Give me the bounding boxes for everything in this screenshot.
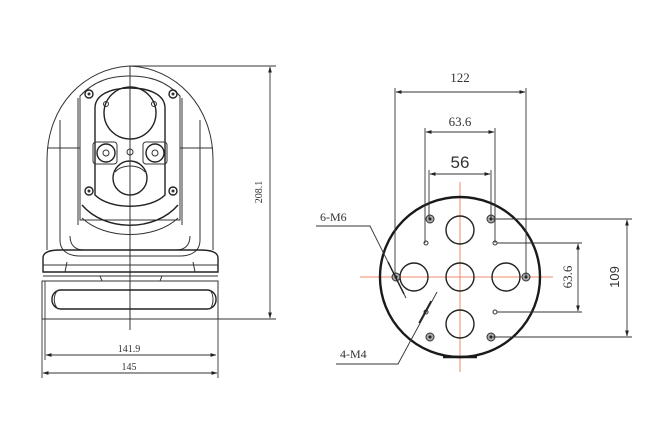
callout-6-m6-label: 6-M6 xyxy=(320,210,347,224)
dimension-plate-widths: 122 63.6 56 xyxy=(394,70,527,277)
dim-63-6-v-label: 63.6 xyxy=(560,265,575,288)
dimension-plate-heights: 63.6 109 xyxy=(493,218,632,338)
dim-width-outer-label: 145 xyxy=(122,362,137,373)
dimension-base-widths: 141.9 145 xyxy=(41,281,219,378)
m6-hole-icon xyxy=(391,214,531,342)
dim-width-inner-label: 141.9 xyxy=(118,344,141,355)
dim-109-label: 109 xyxy=(607,266,622,288)
callout-4-m4: 4-M4 xyxy=(336,291,438,365)
callout-4-m4-label: 4-M4 xyxy=(340,347,367,361)
dim-122-label: 122 xyxy=(450,70,470,85)
screw-icon xyxy=(84,89,178,196)
dim-56-label: 56 xyxy=(451,153,470,172)
mounting-plate-view xyxy=(360,182,553,372)
dim-height-label: 208.1 xyxy=(254,181,265,204)
dimension-height: 208.1 xyxy=(130,65,276,320)
camera-front-view xyxy=(41,65,219,330)
dim-63-6-h-label: 63.6 xyxy=(449,114,472,129)
callout-6-m6: 6-M6 xyxy=(316,210,407,299)
